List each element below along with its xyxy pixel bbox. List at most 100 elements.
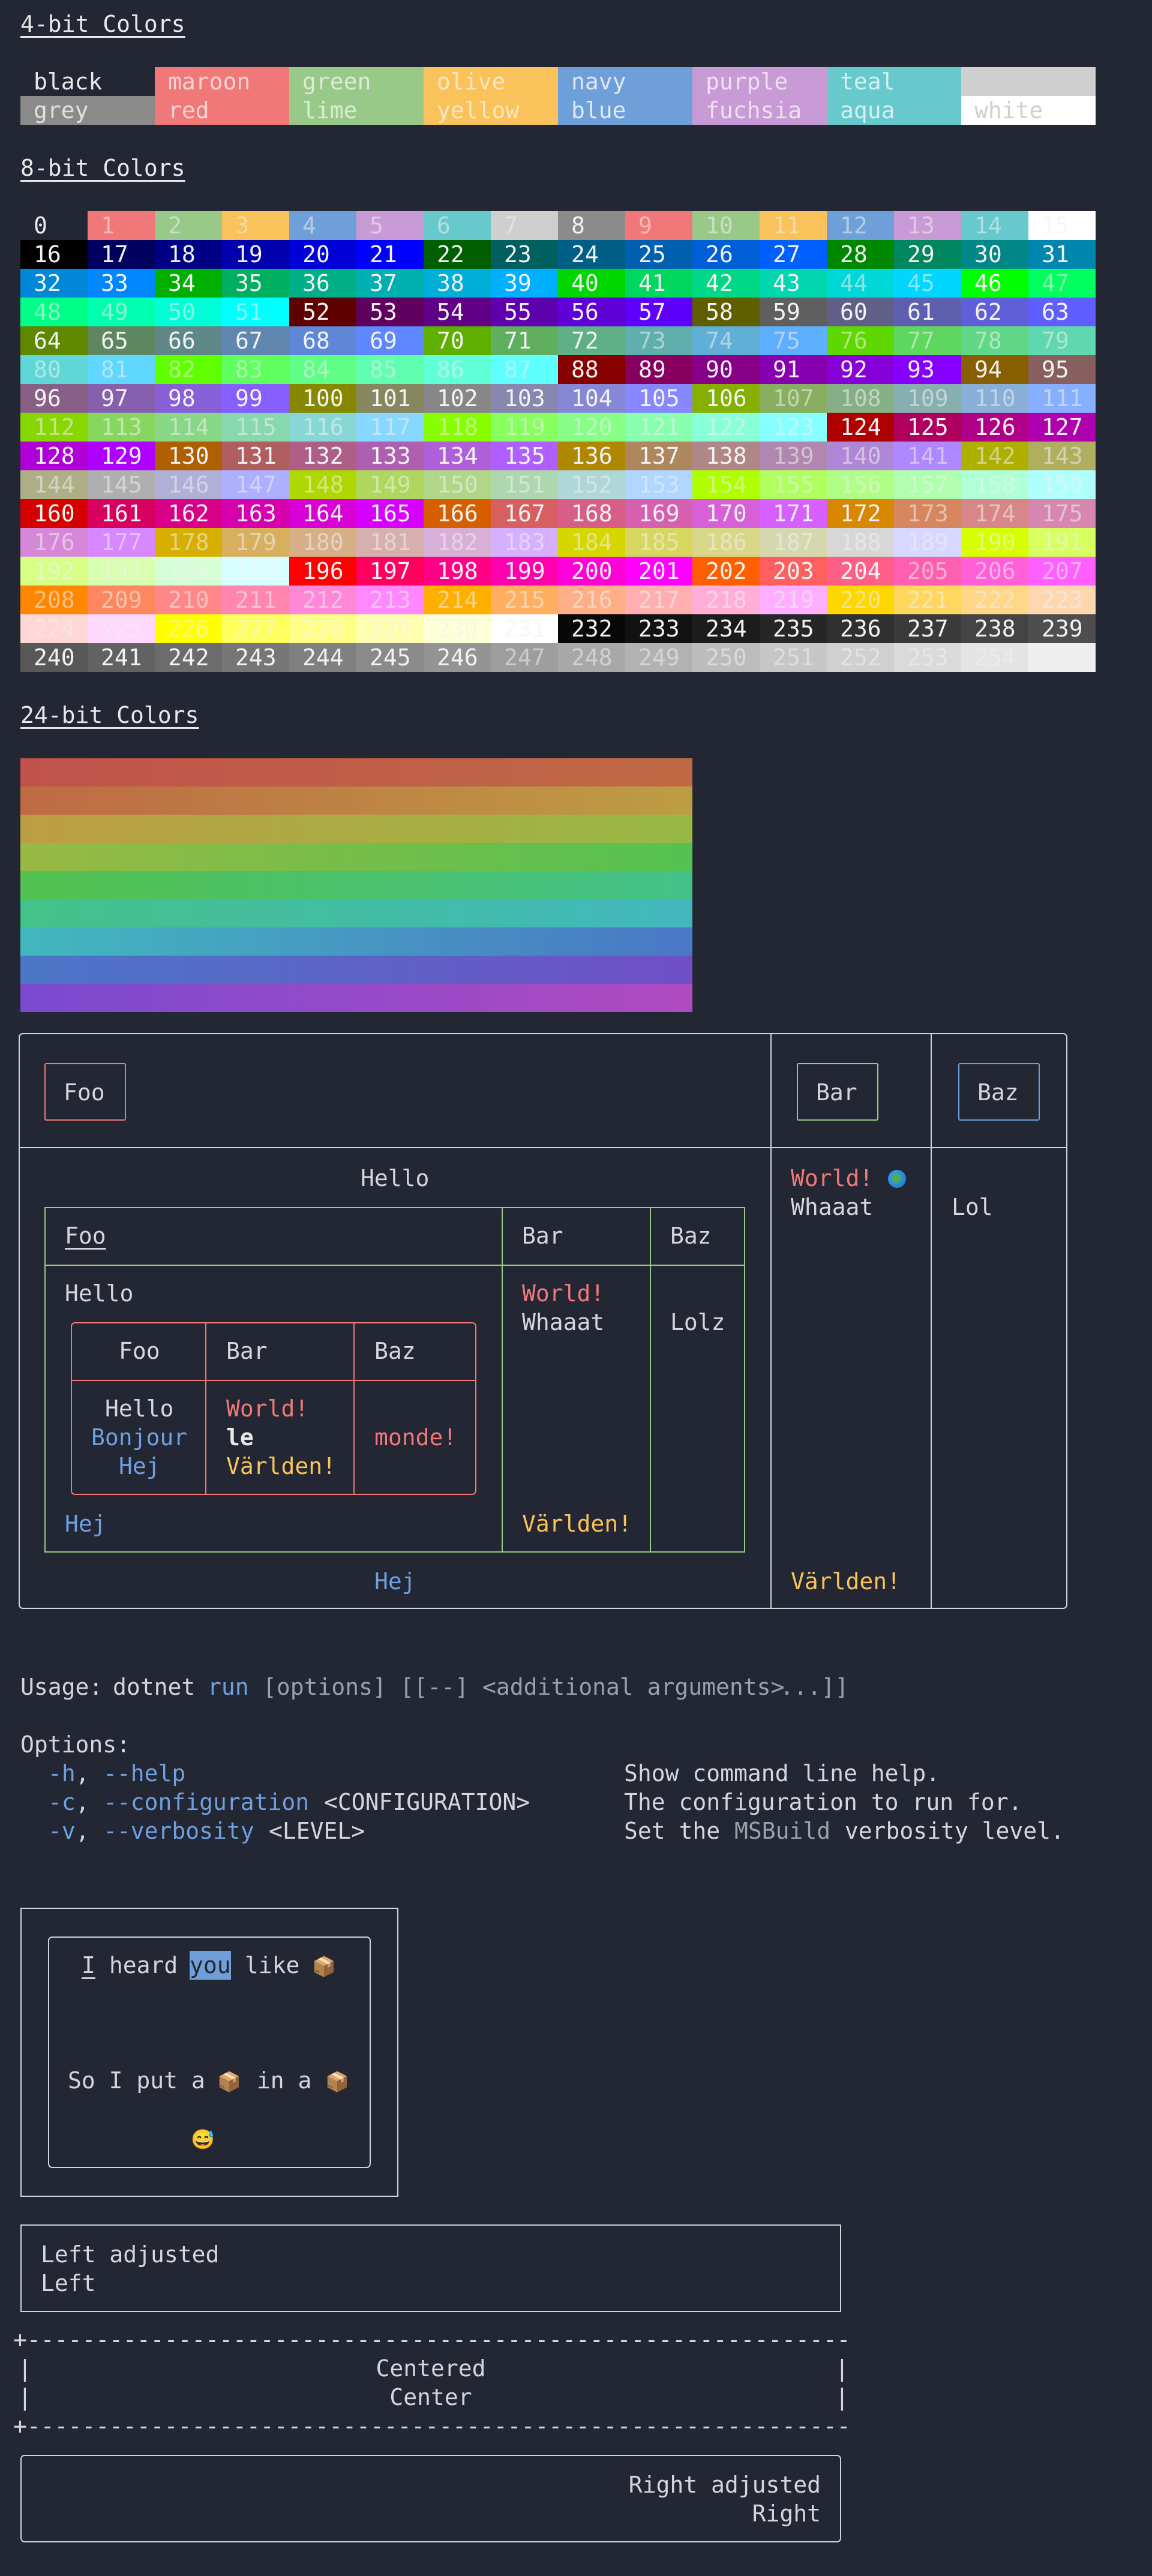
color-cell-179: 179 [222,528,289,557]
color-cell-174: 174 [961,499,1028,528]
center-text-2: Center [389,2384,472,2410]
options-label: Options: [20,1731,131,1758]
color-cell-162: 162 [155,499,222,528]
color-cell-21: 21 [356,240,424,269]
color-cell-227: 227 [222,614,289,643]
color-cell-224: 224 [20,614,88,643]
option-short-flag: -h [48,1760,76,1787]
color-swatch-green: green [289,67,424,96]
outer-cell-hello: Hello [361,1165,430,1191]
option-long-flag: --configuration [103,1789,310,1815]
color-cell-95: 95 [1028,355,1096,384]
color-cell-252: 252 [827,643,894,672]
color-cell-81: 81 [88,355,155,384]
color-cell-60: 60 [827,298,894,326]
middle-cell-lolz: Lolz [670,1309,725,1335]
color-cell-33: 33 [88,269,155,298]
color-cell-152: 152 [558,470,625,499]
color-cell-240: 240 [20,643,88,672]
color-cell-1: 1 [88,211,155,240]
color-cell-70: 70 [424,326,491,355]
color-cell-228: 228 [289,614,356,643]
section-title-8bit: 8-bit Colors [20,155,185,181]
color-cell-178: 178 [155,528,222,557]
color-cell-145: 145 [88,470,155,499]
color-cell-118: 118 [424,413,491,442]
color-cell-14: 14 [961,211,1028,240]
color-cell-180: 180 [289,528,356,557]
color-cell-13: 13 [894,211,961,240]
centered-border-left: | [18,2384,32,2410]
color-cell-120: 120 [558,413,625,442]
color-cell-44: 44 [827,269,894,298]
color-cell-146: 146 [155,470,222,499]
option-description-highlight: MSBuild [734,1818,831,1844]
section-title-4bit: 4-bit Colors [20,11,185,37]
color-cell-20: 20 [289,240,356,269]
inner-cell-hej: Hej [119,1453,160,1479]
color-cell-121: 121 [625,413,692,442]
color-cell-97: 97 [88,384,155,413]
color-cell-220: 220 [827,586,894,614]
color-cell-54: 54 [424,298,491,326]
gradient-stripe [20,899,692,927]
color-cell-244: 244 [289,643,356,672]
middle-header-baz: Baz [670,1223,712,1249]
panel-word-like: like [231,1952,314,1978]
color-cell-99: 99 [222,384,289,413]
inner-header-baz: Baz [374,1338,416,1364]
color-swatch-navy: navy [558,67,692,96]
color-swatch-maroon: maroon [155,67,289,96]
color-cell-29: 29 [894,240,961,269]
color-cell-52: 52 [289,298,356,326]
color-cell-236: 236 [827,614,894,643]
color-cell-151: 151 [491,470,558,499]
color-cell-169: 169 [625,499,692,528]
color-cell-221: 221 [894,586,961,614]
gradient-stripe [20,843,692,871]
gradient-stripe [20,956,692,984]
color-cell-173: 173 [894,499,961,528]
color-cell-218: 218 [692,586,760,614]
color-cell-39: 39 [491,269,558,298]
color-cell-126: 126 [961,413,1028,442]
gradient-stripe [20,758,692,786]
color-cell-182: 182 [424,528,491,557]
color-cell-110: 110 [961,384,1028,413]
color-cell-225: 225 [88,614,155,643]
color-cell-8: 8 [558,211,625,240]
color-cell-124: 124 [827,413,894,442]
gradient-stripe [20,927,692,956]
color-cell-91: 91 [760,355,827,384]
color-cell-83: 83 [222,355,289,384]
color-cell-165: 165 [356,499,424,528]
color-cell-203: 203 [760,557,827,586]
color-cell-234: 234 [692,614,760,643]
color-cell-143: 143 [1028,442,1096,470]
outer-cell-lol: Lol [952,1194,993,1220]
option-short-flag: -v [48,1818,76,1844]
color-cell-193: 193 [88,557,155,586]
outer-header-bar: Bar [816,1079,857,1106]
color-cell-194: 194 [155,557,222,586]
color-cell-109: 109 [894,384,961,413]
color-cell-163: 163 [222,499,289,528]
panel-word-heard: heard [95,1952,192,1978]
option-separator: , [76,1760,89,1787]
color-cell-96: 96 [20,384,88,413]
color-cell-102: 102 [424,384,491,413]
color-swatch-grey: grey [20,96,155,125]
color-swatch-teal: teal [827,67,961,96]
color-cell-12: 12 [827,211,894,240]
color-cell-69: 69 [356,326,424,355]
color-cell-255: 255 [1028,643,1096,672]
color-cell-98: 98 [155,384,222,413]
color-cell-3: 3 [222,211,289,240]
option-argument: <CONFIGURATION> [324,1789,530,1815]
color-swatch-white: white [961,96,1096,125]
option-description: Show command line help. [624,1760,940,1787]
color-cell-144: 144 [20,470,88,499]
color-cell-242: 242 [155,643,222,672]
color-cell-136: 136 [558,442,625,470]
color-cell-214: 214 [424,586,491,614]
